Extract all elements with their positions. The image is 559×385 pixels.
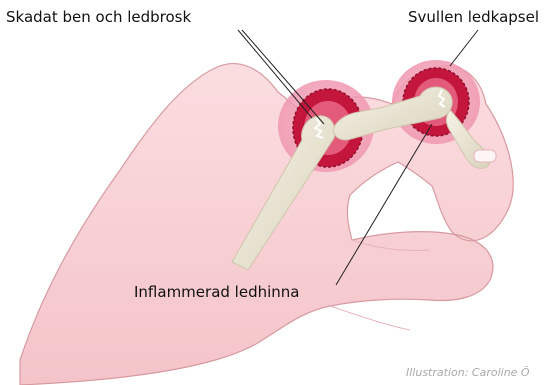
- thumb-edge: [330, 306, 410, 330]
- illustration-credit: Illustration: Caroline Ö: [406, 366, 530, 379]
- label-damaged-bone-cartilage: Skadat ben och ledbrosk: [6, 8, 191, 26]
- pointer-capsule: [450, 30, 478, 66]
- label-swollen-capsule: Svullen ledkapsel: [408, 8, 539, 26]
- nail: [474, 150, 496, 162]
- label-inflamed-synovium: Inflammerad ledhinna: [134, 283, 299, 301]
